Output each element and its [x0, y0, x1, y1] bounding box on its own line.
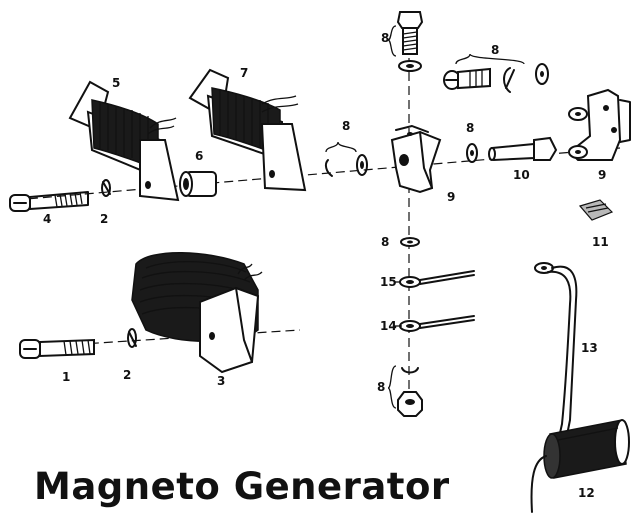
callout-13: 13	[581, 341, 598, 355]
callout-8-stack: 8	[381, 235, 390, 249]
part-15-cable-terminal	[399, 270, 475, 288]
callout-12: 12	[578, 486, 595, 500]
part-8-stack-washer	[400, 237, 420, 247]
part-8-washers-center	[324, 154, 368, 177]
callout-8-side: 8	[491, 43, 500, 57]
part-6-spacer-sleeve	[179, 171, 217, 197]
callout-2-lower: 2	[123, 368, 132, 382]
part-8-side-screw	[443, 63, 549, 93]
part-8-lock-washer-nut	[397, 367, 423, 417]
part-4-screw	[9, 191, 89, 212]
part-12-condenser	[530, 419, 630, 513]
part-7-coil-core	[188, 68, 307, 192]
callout-9-right: 9	[598, 168, 607, 182]
part-9-mounting-bracket	[568, 88, 631, 161]
callout-14: 14	[380, 319, 397, 333]
callout-8-top: 8	[381, 31, 390, 45]
part-3-ignition-coil	[131, 252, 263, 374]
callout-8-center: 8	[342, 119, 351, 133]
part-2-lock-washer-lower	[127, 328, 137, 348]
callout-8-pin: 8	[466, 121, 475, 135]
brace-8-center	[325, 141, 357, 153]
callout-8-bottom: 8	[377, 380, 386, 394]
part-1-screw	[19, 338, 95, 359]
callout-6: 6	[195, 149, 204, 163]
callout-2-upper: 2	[100, 212, 109, 226]
part-10-pivot-pin	[488, 136, 558, 162]
part-5-coil-core	[68, 80, 180, 202]
part-9-breaker-bracket	[390, 125, 442, 194]
part-2-lock-washer-upper	[101, 179, 111, 197]
part-8-top-bolt	[396, 11, 424, 72]
part-14-cable-terminal	[399, 315, 475, 332]
callout-11: 11	[592, 235, 609, 249]
part-13-condenser-lead	[534, 262, 578, 443]
callout-10: 10	[513, 168, 530, 182]
callout-9-center: 9	[447, 190, 456, 204]
part-8-pin-washer	[466, 143, 478, 163]
callout-7: 7	[240, 66, 249, 80]
callout-3: 3	[217, 374, 226, 388]
brace-8-bottom	[387, 365, 397, 409]
part-11-felt-pad	[578, 199, 614, 221]
callout-1: 1	[62, 370, 71, 384]
callout-5: 5	[112, 76, 121, 90]
callout-4: 4	[43, 212, 52, 226]
callout-15: 15	[380, 275, 397, 289]
diagram-title: Magneto Generator	[34, 465, 450, 508]
brace-8-top	[387, 25, 397, 57]
brace-8-side	[455, 53, 525, 65]
